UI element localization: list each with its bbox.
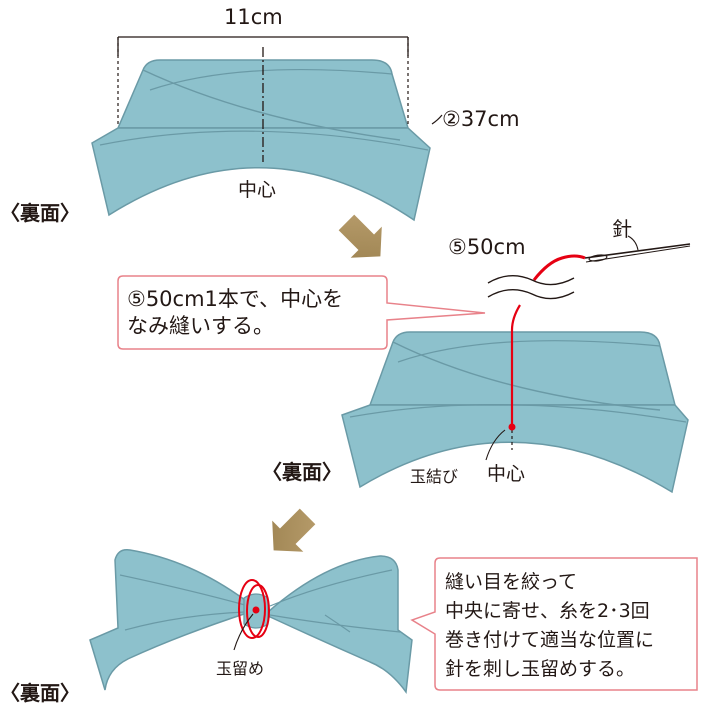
knot-dot	[508, 423, 516, 431]
finish-knot-dot	[252, 606, 260, 614]
step3-finish-knot-label: 玉留め	[216, 659, 264, 678]
step3-callout-box	[410, 557, 698, 691]
step2-needle-label: 針	[612, 217, 632, 241]
step2-instruction-line-1: ⑤50cm1本で、中心を	[127, 287, 344, 311]
step2-instruction: ⑤50cm1本で、中心を なみ縫いする。	[127, 286, 343, 340]
step1-width-label: 11cm	[224, 5, 283, 29]
step1-side-label: 〈裏面〉	[0, 201, 80, 225]
step3-bow	[89, 548, 413, 694]
step1-length-label: ②37cm	[442, 107, 520, 131]
step-arrow-1	[338, 214, 382, 258]
step2-thread-label: ⑤50cm	[448, 235, 526, 259]
step2-knot-label: 玉結び	[410, 467, 458, 486]
step1-center-label: 中心	[238, 179, 276, 201]
step1-fabric	[91, 36, 443, 222]
step2-center-label: 中心	[487, 463, 525, 485]
step2-fabric	[341, 331, 689, 494]
step3-instruction: 縫い目を絞って 中央に寄せ、糸を2･3回 巻き付けて適当な位置に 針を刺し玉留め…	[445, 568, 654, 684]
step3-instruction-line-2: 中央に寄せ、糸を2･3回	[445, 600, 650, 622]
step2-callout-box	[117, 275, 486, 350]
step2-instruction-line-2: なみ縫いする。	[127, 314, 274, 338]
step3-instruction-line-4: 針を刺し玉留めする。	[445, 658, 636, 680]
step3-instruction-line-1: 縫い目を絞って	[445, 571, 578, 593]
step3-instruction-line-3: 巻き付けて適当な位置に	[445, 629, 655, 651]
step3-side-label: 〈裏面〉	[0, 681, 80, 705]
step2-side-label: 〈裏面〉	[262, 460, 342, 484]
step-arrow-2	[272, 508, 316, 552]
step2-thread	[485, 235, 691, 461]
